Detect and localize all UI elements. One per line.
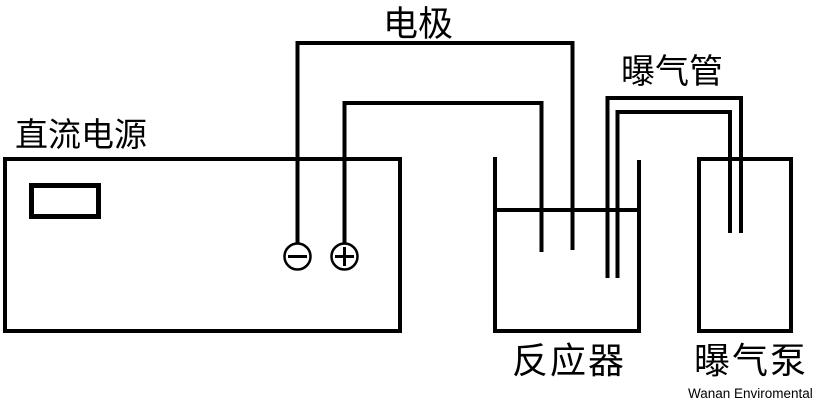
aeration-pump-box [697,157,793,333]
label-electrode: 电极 [383,5,453,44]
label-dc-power-supply: 直流电源 [15,117,147,154]
positive-terminal-icon [330,242,359,271]
aeration-pipe-outer-line [605,96,743,278]
label-aeration-pipe: 曝气管 [621,53,723,91]
watermark-text: Wanan Enviromental [688,386,813,400]
aeration-pipe-inner-line [615,110,732,278]
negative-electrode-wire [295,41,575,250]
negative-terminal-icon [283,242,312,271]
dc-power-supply-box [3,157,402,333]
reactor-vessel [493,157,641,333]
label-reactor: 反应器 [512,341,626,381]
power-supply-display-window [29,183,101,219]
label-aeration-pump: 曝气泵 [694,341,808,381]
positive-electrode-wire [342,101,544,252]
